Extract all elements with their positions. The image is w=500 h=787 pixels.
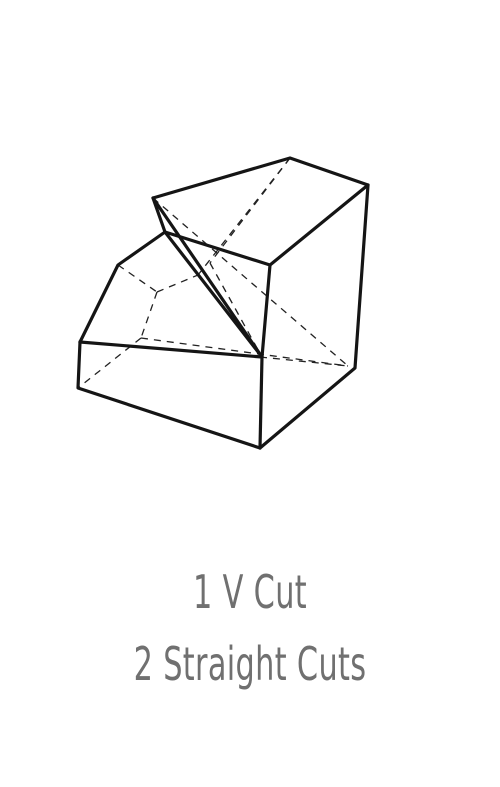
edge-front-corner	[260, 263, 272, 359]
hidden-edge-inner-fold	[209, 262, 263, 358]
edge-lid-outline	[151, 156, 370, 267]
hidden-edge-back-diagonal	[209, 157, 291, 264]
caption-straight-cuts: 2 Straight Cuts	[133, 637, 367, 691]
hidden-edges	[77, 157, 349, 389]
edge-left-slope	[78, 230, 167, 344]
edge-front-lower	[258, 355, 264, 450]
edge-right-face	[258, 183, 370, 450]
hidden-edge-y-upper	[117, 264, 158, 293]
edge-straight-cut-top	[78, 340, 264, 359]
hidden-edge-y-down	[140, 291, 158, 339]
edge-v-cut-secondary	[151, 196, 264, 359]
hidden-edge-bottom-back	[140, 337, 349, 367]
visible-edges	[76, 156, 370, 450]
hidden-edge-y-back	[156, 274, 199, 293]
hidden-edge-top-mid	[259, 356, 349, 367]
caption-v-cut: 1 V Cut	[192, 565, 308, 619]
cut-block-drawing	[76, 156, 370, 450]
cut-block-diagram	[76, 156, 370, 450]
edge-front-block	[76, 340, 262, 450]
hidden-edge-cut-to-right	[152, 197, 349, 367]
